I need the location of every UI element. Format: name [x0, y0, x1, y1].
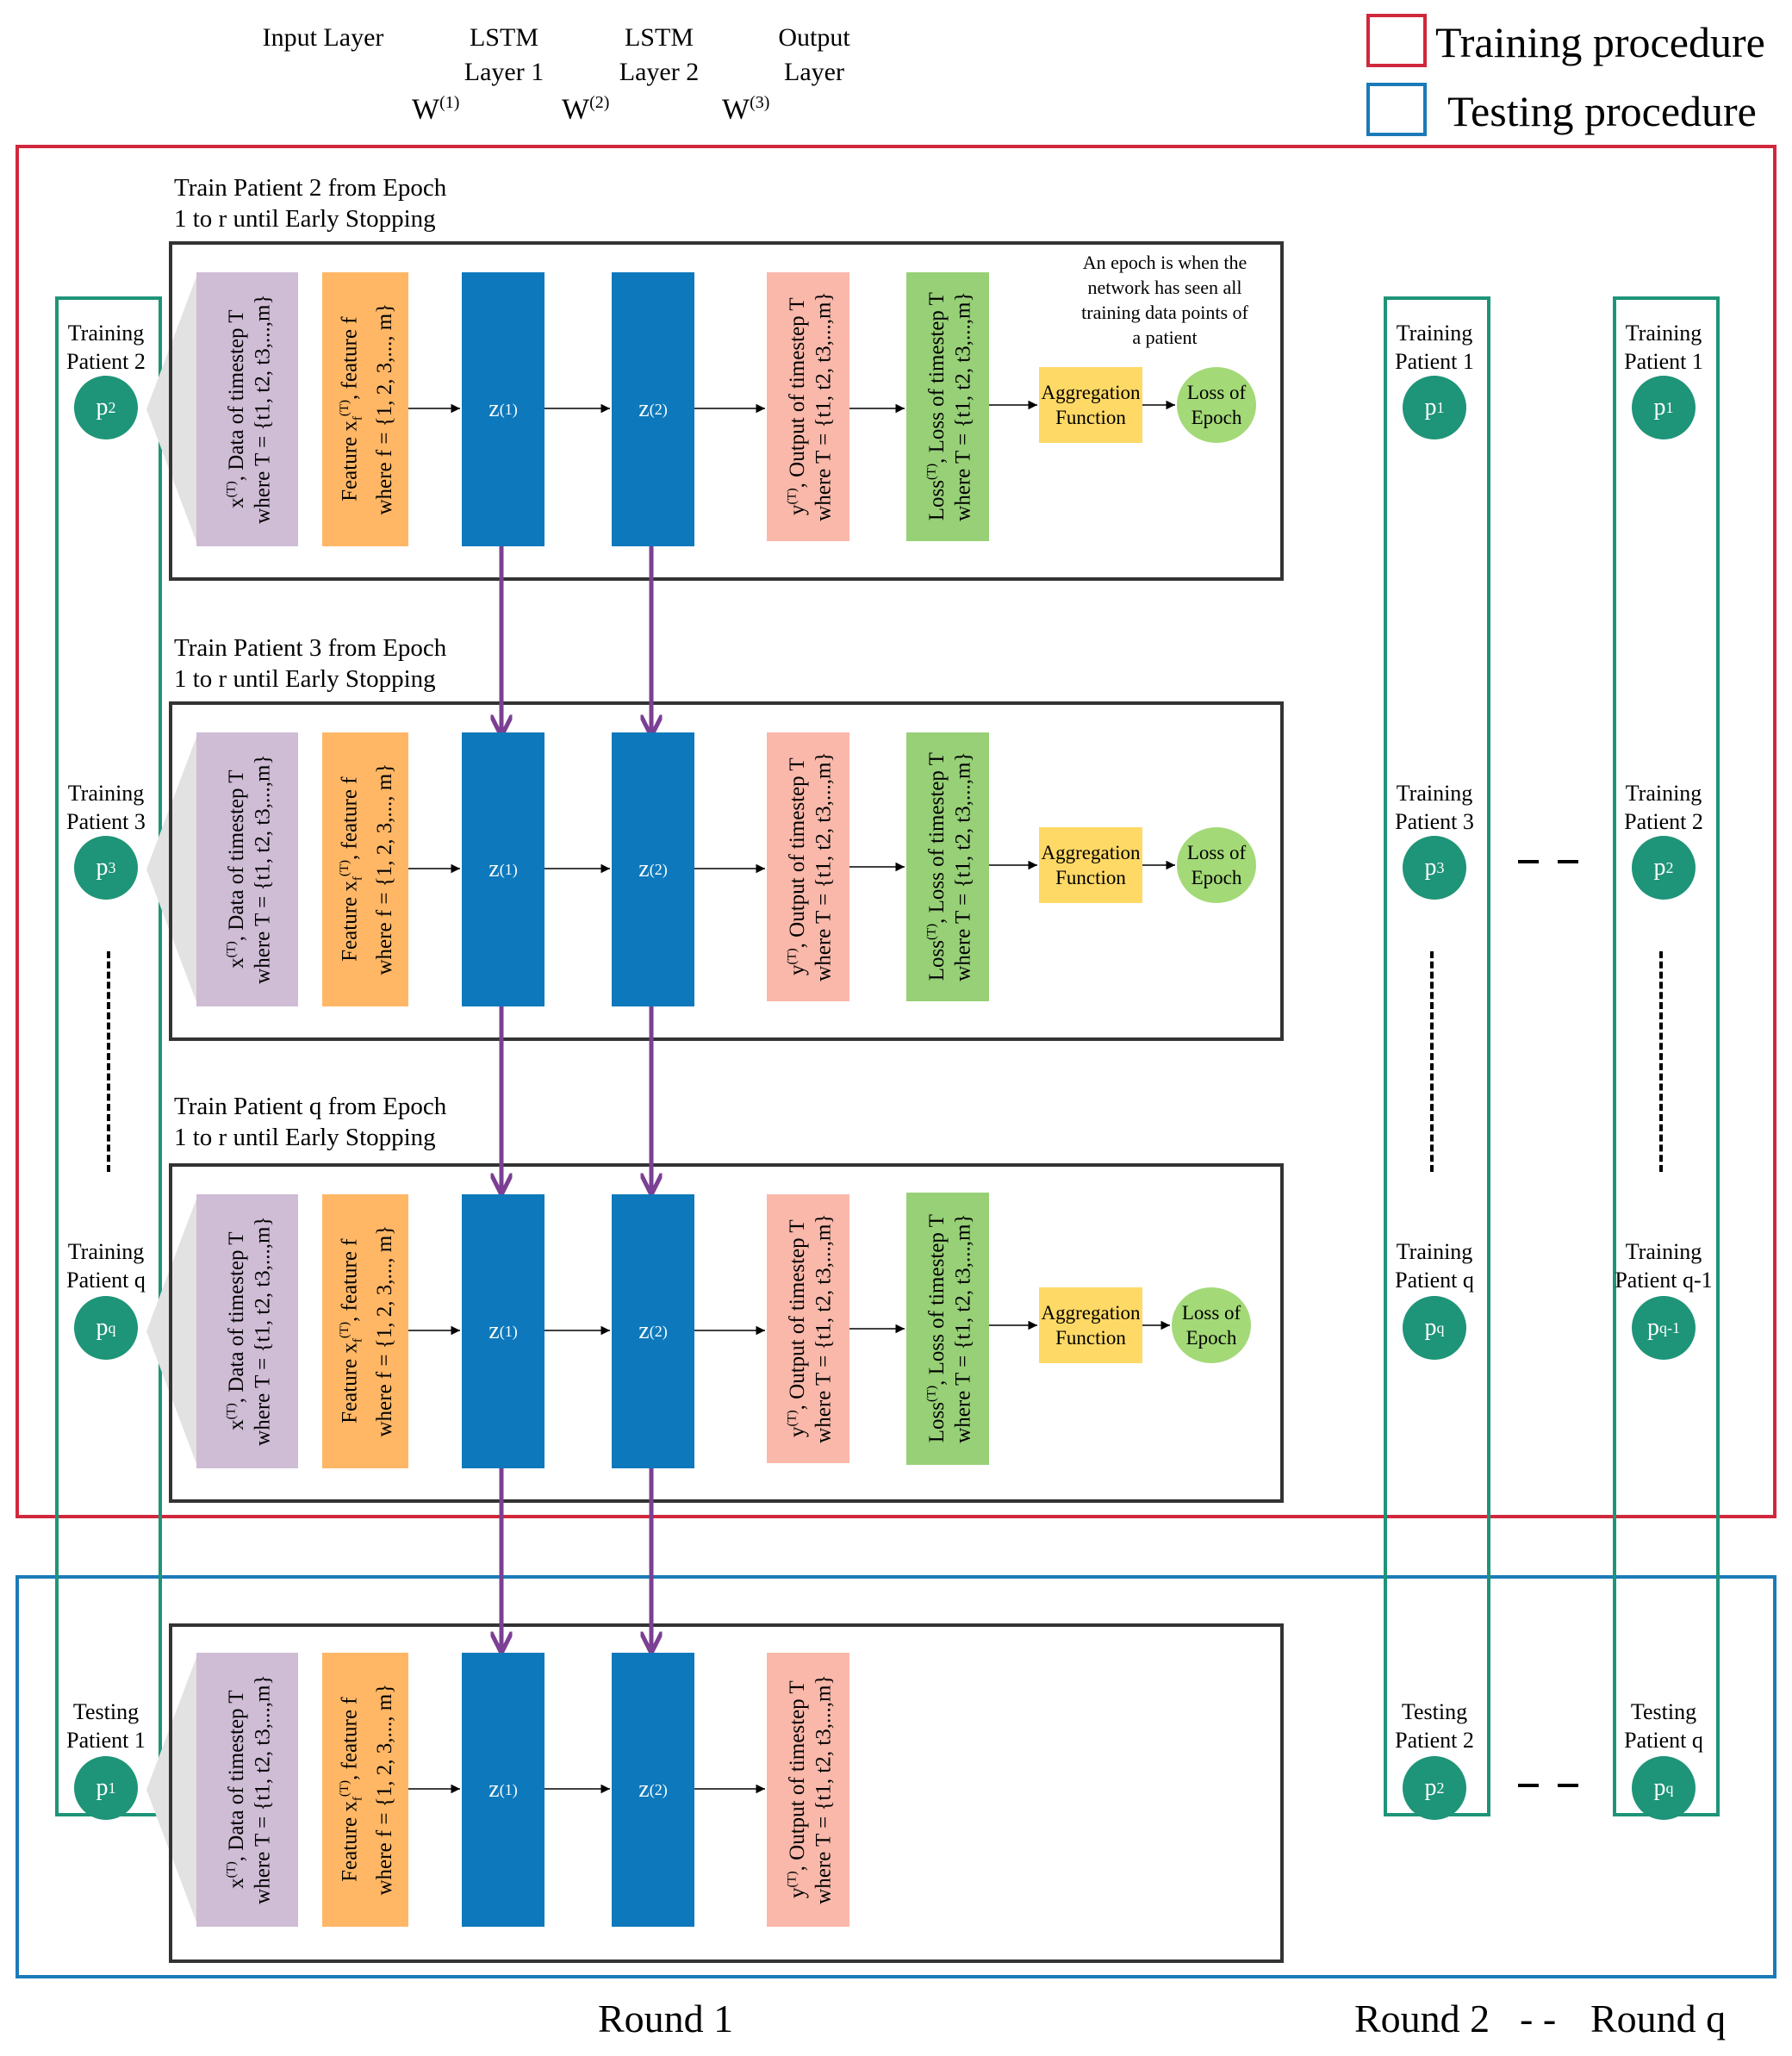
loss-of-epoch-3: Loss of Epoch	[1172, 1287, 1251, 1363]
round2-patient-label-3: Training Patient q	[1395, 1239, 1474, 1293]
roundq-patient-label-2: Training Patient 2	[1624, 781, 1703, 834]
train-title-patient-2: Train Patient 2 from Epoch 1 to r until …	[174, 174, 447, 233]
header-input-layer: Input Layer	[262, 23, 384, 52]
legend-testing-label: Testing procedure	[1447, 87, 1757, 135]
lstm2-block-1: z(2)	[612, 272, 694, 546]
loss-of-epoch-1: Loss of Epoch	[1177, 367, 1256, 443]
weight-w1: W(1)	[412, 93, 460, 126]
legend-training-label: Training procedure	[1435, 18, 1765, 66]
lstm1-block-test: z(1)	[462, 1653, 544, 1927]
roundq-patient-label-3: Training Patient q-1	[1615, 1239, 1713, 1293]
round2-ellipsis	[1430, 951, 1434, 1172]
round1-patient-label-1: Training Patient 2	[66, 321, 146, 374]
weight-w3: W(3)	[722, 93, 770, 126]
round-1-label: Round 1	[598, 1997, 734, 2040]
round1-patient-label-2: Training Patient 3	[66, 781, 146, 834]
lstm2-block-test: z(2)	[612, 1653, 694, 1927]
round2-patient-label-1: Training Patient 1	[1395, 321, 1474, 374]
lstm1-block-2: z(1)	[462, 732, 544, 1006]
round1-patient-label-4: Testing Patient 1	[66, 1699, 146, 1753]
legend-testing-swatch	[1366, 83, 1427, 136]
round2-patient-label-4: Testing Patient 2	[1395, 1699, 1474, 1753]
header-lstm-layer-2: LSTM Layer 2	[619, 23, 700, 86]
weight-w2: W(2)	[562, 93, 610, 126]
aggregation-function-2: Aggregation Function	[1039, 827, 1142, 903]
epoch-box-patient-q	[169, 1163, 1284, 1503]
aggregation-function-3: Aggregation Function	[1039, 1287, 1142, 1363]
round-q-label: Round q	[1590, 1997, 1727, 2040]
roundq-ellipsis	[1659, 951, 1663, 1172]
lstm2-block-2: z(2)	[612, 732, 694, 1006]
testing-procedure-frame	[16, 1575, 1776, 1978]
round-ellipsis-label: - -	[1520, 1997, 1557, 2040]
round-2-label: Round 2	[1354, 1997, 1490, 2040]
legend-training-swatch	[1366, 14, 1427, 67]
roundq-patient-label-1: Training Patient 1	[1624, 321, 1703, 374]
train-title-patient-q: Train Patient q from Epoch 1 to r until …	[174, 1093, 447, 1151]
epoch-box-patient-2	[169, 241, 1284, 581]
round1-ellipsis	[107, 951, 110, 1172]
lstm1-block-3: z(1)	[462, 1194, 544, 1468]
lstm2-block-3: z(2)	[612, 1194, 694, 1468]
loss-of-epoch-2: Loss of Epoch	[1177, 827, 1256, 903]
header-lstm-layer-1: LSTM Layer 1	[464, 23, 544, 86]
training-procedure-frame	[16, 145, 1776, 1518]
epoch-box-patient-3	[169, 701, 1284, 1041]
header-output-layer: Output Layer	[778, 23, 850, 86]
epoch-box-testing	[169, 1623, 1284, 1963]
lstm1-block-1: z(1)	[462, 272, 544, 546]
epoch-note: An epoch is when the network has seen al…	[1081, 252, 1248, 348]
round2-patient-label-2: Training Patient 3	[1395, 781, 1474, 834]
round1-patient-label-3: Training Patient q	[66, 1239, 146, 1293]
aggregation-function-1: Aggregation Function	[1039, 367, 1142, 443]
train-title-patient-3: Train Patient 3 from Epoch 1 to r until …	[174, 634, 447, 693]
roundq-patient-label-4: Testing Patient q	[1624, 1699, 1703, 1753]
